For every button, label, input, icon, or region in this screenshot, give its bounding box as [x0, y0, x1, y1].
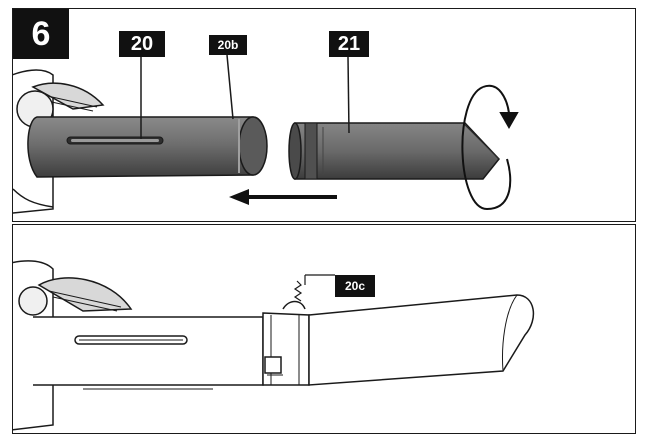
top-illustration — [13, 54, 519, 214]
nozzle-21 — [288, 122, 500, 180]
label-nozzle: 21 — [329, 31, 369, 57]
latch-spring — [293, 274, 335, 302]
blower-tube-20 — [27, 116, 268, 178]
bottom-illustration — [13, 260, 535, 431]
label-tube-end: 20b — [209, 35, 247, 55]
label-latch: 20c — [335, 275, 375, 297]
left-arrow-icon — [229, 189, 337, 205]
step-number: 6 — [13, 9, 69, 59]
top-panel: 6 20 20b 21 — [12, 8, 636, 222]
assembled-tube — [33, 294, 535, 390]
rotate-arrow-icon — [461, 84, 519, 210]
label-tube: 20 — [119, 31, 165, 57]
leader-lines — [140, 54, 350, 139]
bottom-panel: 20c — [12, 224, 636, 434]
